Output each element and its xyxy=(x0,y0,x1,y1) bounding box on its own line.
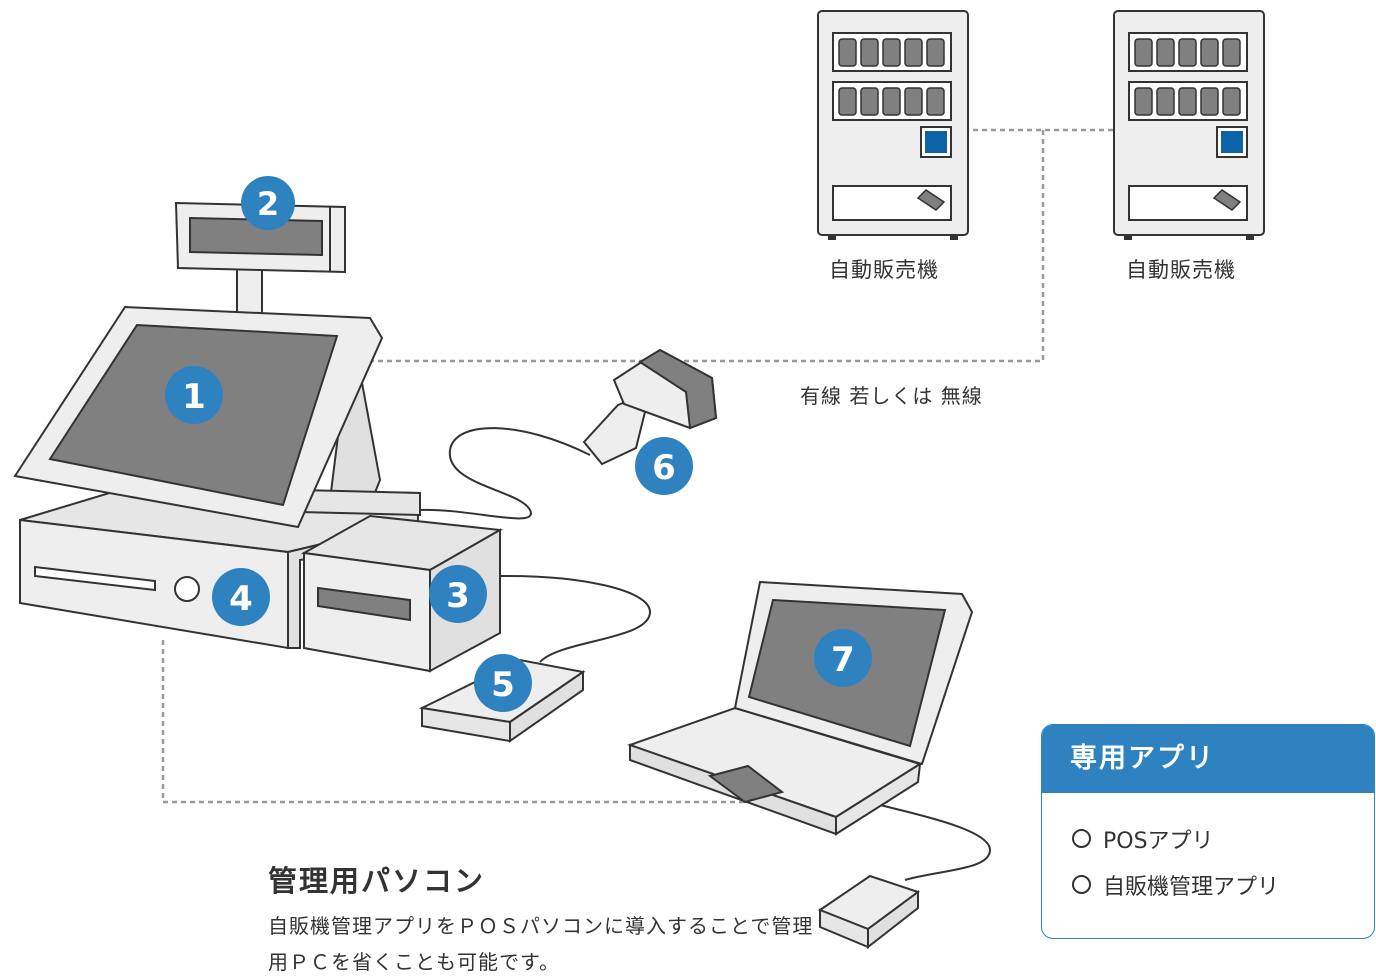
badge-5: 5 xyxy=(474,654,532,712)
app-item-label: 自販機管理アプリ xyxy=(1103,875,1280,900)
app-item-label: POSアプリ xyxy=(1103,829,1214,854)
circle-bullet-icon xyxy=(1072,875,1091,894)
app-list-item: 自販機管理アプリ xyxy=(1072,865,1374,911)
badge-1: 1 xyxy=(165,366,223,424)
pos-terminal xyxy=(13,305,421,529)
vending-machine-1 xyxy=(817,10,969,240)
vending-machine-2 xyxy=(1113,10,1265,240)
customer-display xyxy=(174,201,346,319)
management-pc-title: 管理用パソコン xyxy=(268,864,486,898)
app-box-title: 専用アプリ xyxy=(1042,725,1374,793)
dedicated-app-box: 専用アプリ POSアプリ 自販機管理アプリ xyxy=(1041,724,1375,939)
circle-bullet-icon xyxy=(1072,829,1091,848)
badge-4: 4 xyxy=(212,568,270,626)
cables xyxy=(419,427,992,881)
network-lines xyxy=(161,128,1114,804)
app-list: POSアプリ 自販機管理アプリ xyxy=(1042,793,1374,911)
badge-3: 3 xyxy=(429,565,487,623)
svg-text:3: 3 xyxy=(446,576,470,616)
barcode-scanner xyxy=(582,348,718,466)
vending-machine-label-2: 自動販売機 xyxy=(1126,258,1236,282)
svg-text:6: 6 xyxy=(652,448,676,488)
management-pc-description: 自販機管理アプリをＰＯＳパソコンに導入することで管理用ＰＣを省くことも可能です。 xyxy=(268,914,814,974)
badge-6: 6 xyxy=(635,437,693,495)
badge-7: 7 xyxy=(814,629,872,687)
svg-text:2: 2 xyxy=(257,185,279,223)
svg-text:7: 7 xyxy=(831,640,855,680)
badge-2: 2 xyxy=(241,176,295,230)
svg-text:4: 4 xyxy=(229,579,253,619)
management-laptop xyxy=(626,580,974,836)
svg-text:5: 5 xyxy=(491,665,515,705)
svg-text:1: 1 xyxy=(182,377,206,417)
app-list-item: POSアプリ xyxy=(1072,819,1374,865)
connection-label: 有線 若しくは 無線 xyxy=(800,384,983,408)
usb-card-reader xyxy=(817,874,921,950)
vending-machine-label-1: 自動販売機 xyxy=(829,258,939,282)
